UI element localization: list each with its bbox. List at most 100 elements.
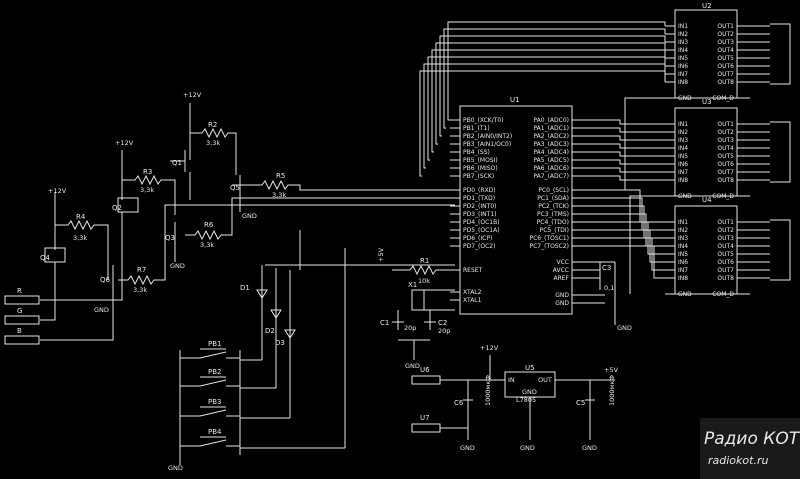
- c2-ref: C2: [438, 319, 447, 327]
- driver-in-pin: IN8: [678, 275, 688, 282]
- clock-reset: R1 10k +5V X1 C1 20p C2 20p GND: [377, 247, 455, 370]
- driver-in-pin: IN6: [678, 259, 688, 266]
- u1-pin-right: PA6_(ADC6): [533, 165, 569, 172]
- gnd-q6: GND: [94, 306, 109, 314]
- driver-out-pin: OUT7: [717, 71, 734, 78]
- r4-ref: R4: [76, 213, 86, 221]
- u3-ref: U3: [702, 98, 712, 106]
- driver-out-pin: OUT1: [717, 219, 734, 226]
- driver-in-pin: IN5: [678, 153, 688, 160]
- u1-pin-right: VCC: [557, 259, 569, 266]
- watermark-title: Радио КОТ: [704, 429, 800, 449]
- gnd-xtal: GND: [405, 362, 420, 370]
- driver-in-pin: IN4: [678, 145, 688, 152]
- u1-pin-left: XTAL2: [463, 289, 482, 296]
- driver-out-pin: OUT6: [717, 161, 734, 168]
- x1-ref: X1: [408, 281, 417, 289]
- u1-pin-right: PC1_(SDA): [537, 195, 569, 202]
- p12-label-d: +12V: [480, 344, 499, 352]
- d2-ref: D2: [265, 327, 275, 335]
- c5-ref: C5: [576, 399, 585, 407]
- driver-out-pin: OUT1: [717, 23, 734, 30]
- driver-in-pin: IN3: [678, 39, 688, 46]
- r4-val: 3,3k: [73, 234, 87, 242]
- u1-pin-left: PB5_(MOSI): [463, 157, 498, 164]
- u1-pin-right: AVCC: [553, 267, 569, 274]
- driver-out-pin: OUT2: [717, 129, 734, 136]
- r7-ref: R7: [137, 266, 146, 274]
- u1-pin-right: PA5_(ADC5): [533, 157, 569, 164]
- p12-label-c: +12V: [48, 187, 67, 195]
- driver-out-pin: COM_D: [712, 193, 734, 200]
- driver-out-pin: OUT7: [717, 169, 734, 176]
- gnd-ps-c: GND: [582, 444, 597, 452]
- u5-ref: U5: [525, 364, 535, 372]
- driver-out-pin: OUT2: [717, 227, 734, 234]
- button-ref: PB3: [208, 398, 221, 406]
- r5-ref: R5: [276, 172, 285, 180]
- driver-out-pin: OUT7: [717, 267, 734, 274]
- u1-pin-left: PD7_(OC2): [463, 243, 495, 250]
- c3-ref: C3: [602, 264, 611, 272]
- u1-pin-right: PC4_(TDO): [537, 219, 569, 226]
- driver-out-pin: OUT2: [717, 31, 734, 38]
- p5-label-b: +5V: [604, 366, 619, 374]
- u1-pin-left: XTAL1: [463, 297, 482, 304]
- driver-in-pin: IN6: [678, 161, 688, 168]
- driver-out-pin: OUT5: [717, 153, 734, 160]
- u1-pin-left: PD4_(OC1B): [463, 219, 500, 226]
- u1-pin-right: GND: [555, 292, 569, 299]
- button-ref: PB1: [208, 340, 221, 348]
- driver-in-pin: IN1: [678, 219, 688, 226]
- driver-out-pin: OUT4: [717, 145, 734, 152]
- u1-pin-right: PA2_(ADC2): [533, 133, 569, 140]
- u7-label: U7: [420, 414, 430, 422]
- c6-ref: C6: [454, 399, 464, 407]
- p12-label-a: +12V: [183, 91, 202, 99]
- driver-in-pin: IN1: [678, 121, 688, 128]
- u1-pin-right: PA1_(ADC1): [533, 125, 569, 132]
- watermark-url: radiokot.ru: [708, 454, 768, 467]
- u1-pin-left: RESET: [463, 267, 483, 274]
- r3-val: 3,3k: [140, 186, 154, 194]
- gnd-ps-b: GND: [520, 444, 535, 452]
- driver-in-pin: IN3: [678, 235, 688, 242]
- c3-val: 0,1: [604, 284, 614, 292]
- driver-in-pin: IN7: [678, 71, 688, 78]
- driver-in-pin: IN8: [678, 177, 688, 184]
- c1-val: 20p: [404, 324, 416, 332]
- conn-r-label: R: [17, 287, 22, 295]
- q5-ref: Q5: [230, 184, 240, 192]
- u6-label: U6: [420, 366, 430, 374]
- driver-u2: IN1IN2IN3IN4IN5IN6IN7IN8GNDOUT1OUT2OUT3O…: [665, 9, 750, 102]
- conn-b-label: B: [17, 327, 22, 335]
- u1-pin-right: PC2_(TCK): [538, 203, 569, 210]
- u1-pin-right: PC3_(TMS): [537, 211, 569, 218]
- button-ref: PB2: [208, 368, 221, 376]
- d1-ref: D1: [240, 284, 250, 292]
- c2-val: 20p: [438, 327, 450, 335]
- q3-ref: Q3: [165, 234, 175, 242]
- u1-pin-right: PC5_(TDI): [540, 227, 569, 234]
- gnd-ps-a: GND: [460, 444, 475, 452]
- u2-ref: U2: [702, 2, 712, 10]
- driver-in-pin: IN5: [678, 251, 688, 258]
- q6-ref: Q6: [100, 276, 111, 284]
- r6-ref: R6: [204, 221, 214, 229]
- u1-pin-left: PB3_(AIN1/OC0): [463, 141, 511, 148]
- driver-in-pin: IN1: [678, 23, 688, 30]
- u1-pin-left: PB7_(SCK): [463, 173, 494, 180]
- u1-pin-right: PA0_(ADC0): [533, 117, 569, 124]
- u5-out: OUT: [538, 376, 552, 384]
- r7-val: 3,3k: [133, 286, 147, 294]
- u1-pin-left: PD3_(INT1): [463, 211, 496, 218]
- driver-in-pin: IN3: [678, 137, 688, 144]
- driver-out-pin: OUT1: [717, 121, 734, 128]
- d3-ref: D3: [275, 339, 285, 347]
- gnd-q5: GND: [242, 212, 257, 220]
- u5-type: L7805: [516, 396, 536, 404]
- u4-ref: U4: [702, 196, 712, 204]
- gnd-q3: GND: [170, 262, 185, 270]
